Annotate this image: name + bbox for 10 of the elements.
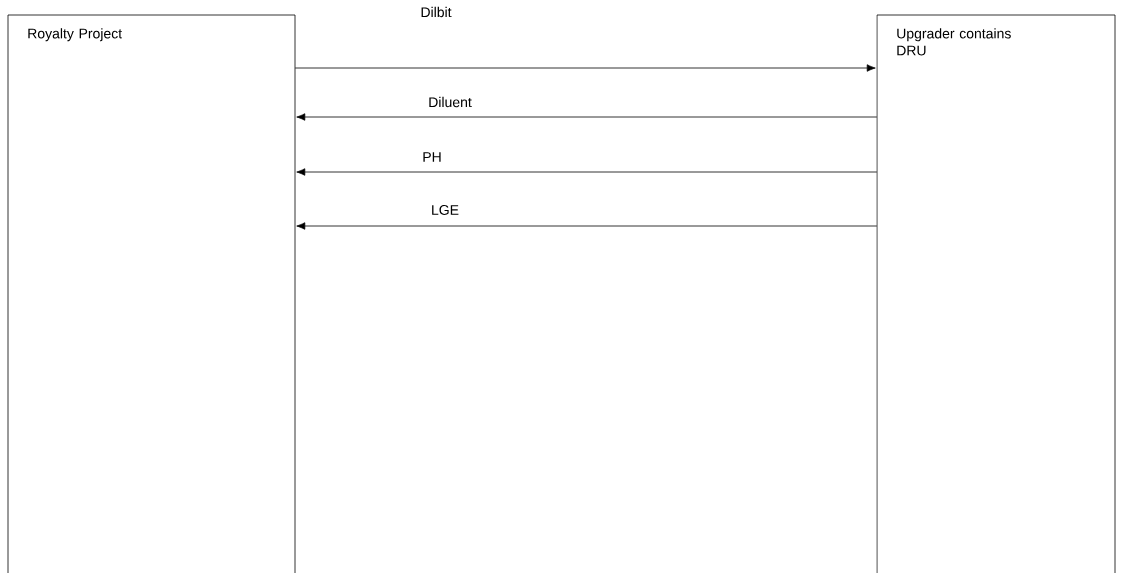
edge-label: LGE [432, 205, 459, 215]
edge-label: Diluent [429, 96, 472, 108]
edge-label: PH [423, 152, 441, 162]
arrow [296, 222, 878, 230]
process-box: Upgrader contains DRU [876, 14, 1116, 573]
arrow [296, 168, 878, 176]
arrow [296, 113, 878, 121]
process-box: Royalty Project [7, 14, 296, 573]
arrow [294, 64, 876, 72]
edge-label: Dilbit [421, 6, 452, 18]
